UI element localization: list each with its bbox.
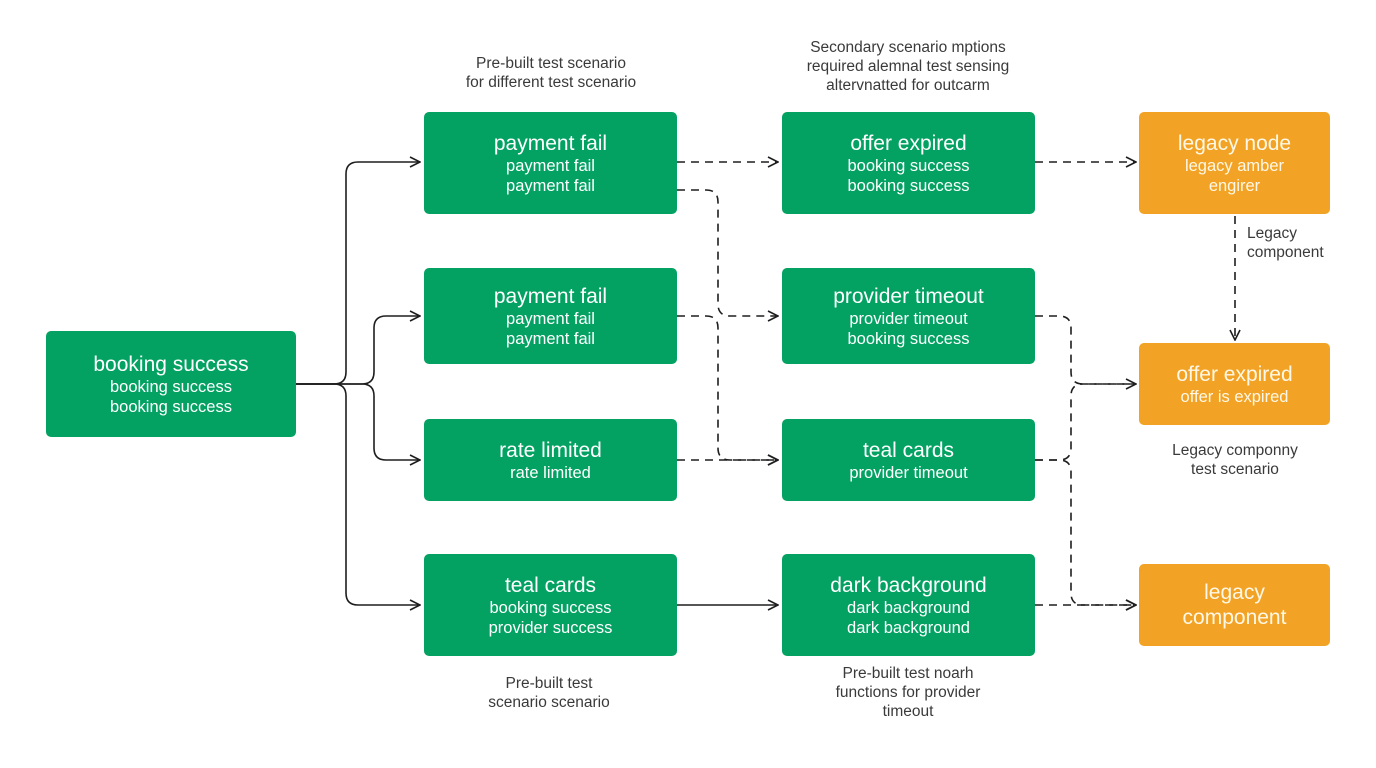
node-a4[interactable]: teal cards booking success provider succ… bbox=[424, 554, 677, 656]
node-b2[interactable]: provider timeout provider timeout bookin… bbox=[782, 268, 1035, 364]
node-b3[interactable]: teal cards provider timeout bbox=[782, 419, 1035, 501]
edge-b2-c2 bbox=[1035, 315, 1136, 384]
node-line: dark background bbox=[847, 618, 970, 637]
note-line: Legacy componny bbox=[1172, 442, 1298, 459]
note-line: timeout bbox=[882, 703, 934, 720]
note-top-mid: Pre-built test scenario for different te… bbox=[420, 54, 682, 92]
node-title: legacy bbox=[1204, 581, 1265, 604]
node-b1[interactable]: offer expired booking success booking su… bbox=[782, 112, 1035, 214]
edge-a1-b2 bbox=[677, 189, 778, 316]
node-title: payment fail bbox=[493, 131, 608, 155]
edge-root-a2 bbox=[296, 316, 420, 385]
node-line: booking success bbox=[110, 377, 232, 396]
note-line: Secondary scenario mptions bbox=[810, 39, 1006, 56]
note-line: Pre-built test bbox=[505, 675, 593, 692]
node-c3[interactable]: legacy component bbox=[1139, 564, 1330, 646]
node-root[interactable]: booking success booking success booking … bbox=[46, 331, 296, 437]
node-line: provider timeout bbox=[849, 309, 968, 328]
node-title: provider timeout bbox=[833, 284, 984, 308]
node-title: booking success bbox=[93, 352, 249, 376]
node-line: payment fail bbox=[506, 309, 595, 328]
node-line: booking success bbox=[847, 176, 970, 195]
node-line: legacy amber bbox=[1184, 156, 1285, 175]
note-bottom-mid: Pre-built test scenario scenario bbox=[449, 674, 649, 712]
node-line: provider success bbox=[488, 618, 613, 637]
note-line: functions for provider bbox=[835, 684, 981, 701]
node-title: legacy node bbox=[1177, 131, 1292, 155]
node-title-line: component bbox=[1182, 606, 1287, 629]
note-line: Pre-built test noarh bbox=[842, 665, 974, 682]
node-line: payment fail bbox=[506, 176, 595, 195]
note-line: altervnatted for outcarm bbox=[826, 77, 990, 94]
node-line: engirer bbox=[1208, 176, 1261, 195]
edge-b3-c2 bbox=[1035, 383, 1136, 461]
node-line: booking success bbox=[847, 156, 970, 175]
node-line: provider timeout bbox=[849, 463, 968, 482]
node-title: rate limited bbox=[499, 438, 602, 462]
node-b4[interactable]: dark background dark background dark bac… bbox=[782, 554, 1035, 656]
node-line: payment fail bbox=[506, 156, 595, 175]
node-title: offer expired bbox=[850, 131, 967, 155]
note-top-right: Secondary scenario mptions required alem… bbox=[768, 38, 1048, 95]
node-a3[interactable]: rate limited rate limited bbox=[424, 419, 677, 501]
edge-root-a3 bbox=[296, 383, 420, 460]
note-line: component bbox=[1247, 244, 1324, 261]
node-line: rate limited bbox=[510, 463, 591, 482]
node-a2[interactable]: payment fail payment fail payment fail bbox=[424, 268, 677, 364]
edge-b3-c3 bbox=[1035, 459, 1136, 605]
note-line: Legacy bbox=[1247, 225, 1297, 242]
node-line: dark background bbox=[847, 598, 970, 617]
node-line: booking success bbox=[110, 397, 232, 416]
note-legacy-test: Legacy componny test scenario bbox=[1135, 441, 1335, 479]
note-bottom-right: Pre-built test noarh functions for provi… bbox=[788, 664, 1028, 721]
note-line: required alemnal test sensing bbox=[806, 58, 1010, 75]
node-title: dark background bbox=[830, 573, 987, 597]
node-a1[interactable]: payment fail payment fail payment fail bbox=[424, 112, 677, 214]
edge-a2-b3 bbox=[677, 315, 778, 460]
node-line: payment fail bbox=[506, 329, 595, 348]
node-line: offer is expired bbox=[1180, 387, 1289, 406]
node-c2[interactable]: offer expired offer is expired bbox=[1139, 343, 1330, 425]
node-title: offer expired bbox=[1176, 362, 1293, 386]
note-line: for different test scenario bbox=[465, 74, 637, 91]
node-title: teal cards bbox=[504, 573, 597, 597]
note-line: Pre-built test scenario bbox=[476, 55, 626, 72]
node-title: payment fail bbox=[493, 284, 608, 308]
node-line: booking success bbox=[847, 329, 970, 348]
edge-root-a4 bbox=[296, 383, 420, 605]
node-title: teal cards bbox=[862, 438, 955, 462]
note-line: test scenario bbox=[1191, 461, 1279, 478]
node-line: booking success bbox=[489, 598, 612, 617]
note-line: scenario scenario bbox=[488, 694, 610, 711]
note-legacy-edge: Legacy component bbox=[1247, 224, 1324, 262]
node-c1[interactable]: legacy node legacy amber engirer bbox=[1139, 112, 1330, 214]
edge-root-a1 bbox=[296, 162, 420, 385]
